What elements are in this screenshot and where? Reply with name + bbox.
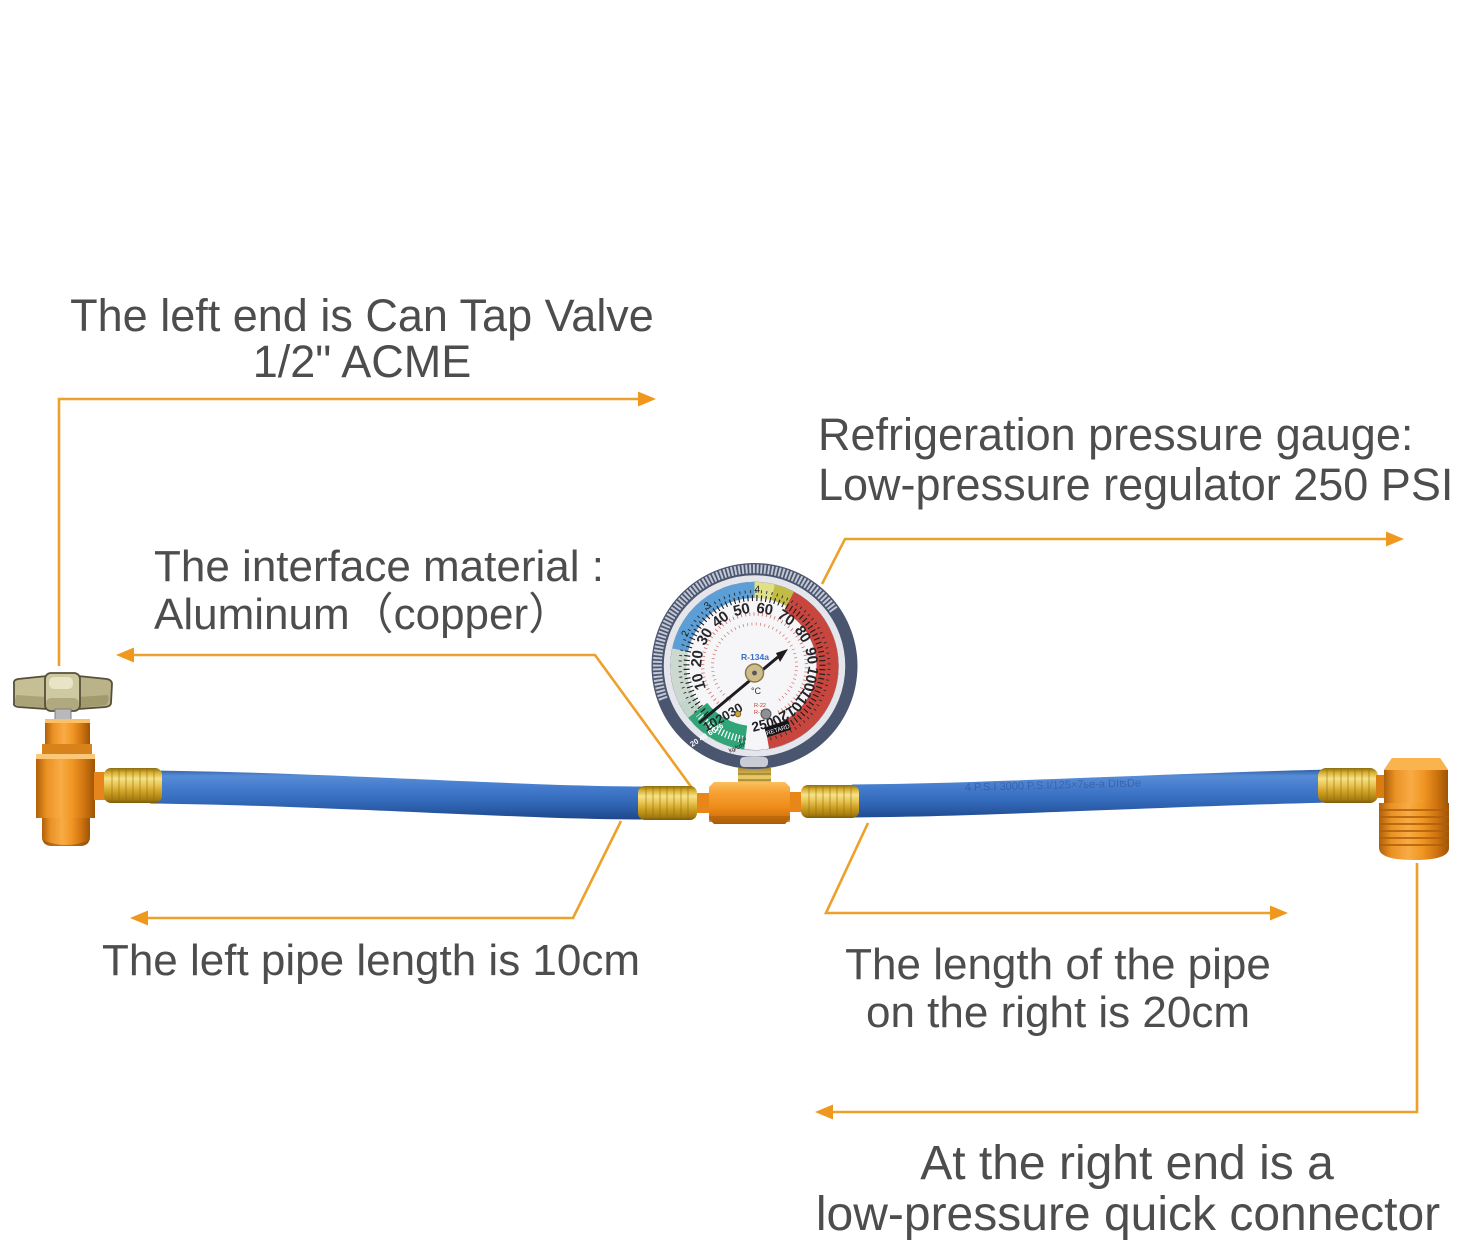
svg-text:R-134a: R-134a bbox=[741, 652, 769, 662]
svg-text:Aluminum（copper）: Aluminum（copper） bbox=[154, 590, 572, 639]
svg-text:The left end is Can Tap Valve: The left end is Can Tap Valve bbox=[70, 290, 654, 341]
svg-text:R-22: R-22 bbox=[754, 703, 766, 709]
svg-text:°C: °C bbox=[751, 686, 762, 696]
svg-text:4 P.S.I 3000 P.S.I/125×7ье-а: 4 P.S.I 3000 P.S.I/125×7ье-а DIʦDе bbox=[965, 777, 1141, 794]
svg-text:psi: psi bbox=[738, 736, 747, 745]
svg-text:The length of the pipe: The length of the pipe bbox=[845, 940, 1271, 989]
svg-text:Low-pressure regulator 250 PSI: Low-pressure regulator 250 PSI bbox=[818, 459, 1453, 510]
svg-text:4: 4 bbox=[754, 585, 760, 596]
svg-text:60: 60 bbox=[755, 600, 774, 620]
svg-text:70: 70 bbox=[775, 606, 798, 629]
svg-text:20: 20 bbox=[688, 649, 707, 668]
svg-text:50: 50 bbox=[732, 600, 752, 620]
svg-text:3: 3 bbox=[702, 600, 714, 612]
svg-text:2: 2 bbox=[680, 629, 693, 639]
svg-text:low-pressure quick connector: low-pressure quick connector bbox=[816, 1188, 1440, 1241]
svg-text:The interface material :: The interface material : bbox=[154, 542, 604, 591]
svg-text:100: 100 bbox=[799, 665, 821, 693]
svg-text:At the right end is a: At the right end is a bbox=[920, 1137, 1334, 1190]
svg-text:80: 80 bbox=[791, 623, 814, 646]
svg-text:The left pipe length is 10cm: The left pipe length is 10cm bbox=[102, 936, 640, 985]
svg-text:1/2" ACME: 1/2" ACME bbox=[253, 336, 472, 387]
svg-text:40: 40 bbox=[709, 608, 732, 632]
svg-text:Refrigeration pressure gauge:: Refrigeration pressure gauge: bbox=[818, 409, 1413, 460]
svg-text:30: 30 bbox=[693, 625, 716, 648]
svg-text:10: 10 bbox=[689, 671, 710, 692]
svg-text:90: 90 bbox=[801, 646, 821, 665]
svg-text:on the right is 20cm: on the right is 20cm bbox=[866, 988, 1250, 1037]
svg-text:R-12: R-12 bbox=[754, 710, 766, 716]
